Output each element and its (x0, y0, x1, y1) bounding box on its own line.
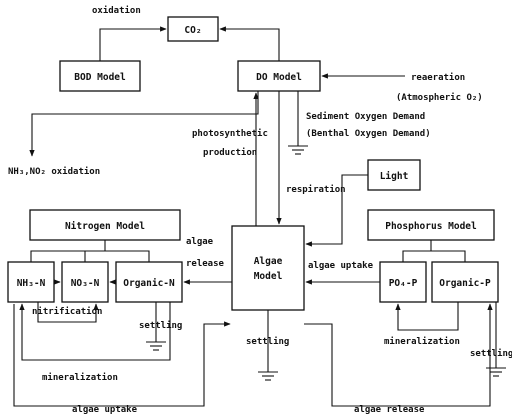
sod-ground-icon (288, 145, 308, 155)
co2-label: CO₂ (184, 25, 201, 36)
phosphorus-branch-po4p (402, 240, 432, 262)
settling-n-label: settling (139, 320, 182, 331)
algae-release-label-line1: algae (186, 237, 214, 247)
organic-n-label: Organic-N (123, 278, 175, 289)
no3n-label: NO₃-N (71, 278, 100, 289)
po4p-label: PO₄-P (389, 278, 418, 289)
no3n-box: NO₃-N (61, 261, 109, 303)
algae-uptake-bottom-label: algae uptake (72, 405, 138, 415)
bod-to-co2-arrow (99, 26, 167, 61)
phosphorus-model-box: Phosphorus Model (367, 209, 495, 241)
sediment-oxygen-demand-label: Sediment Oxygen Demand (306, 111, 425, 122)
nitrogen-branch-nh3n (30, 240, 106, 262)
nh3-no2-oxidation-label: NH₃,NO₂ oxidation (8, 166, 100, 177)
algae-release-bottom-arrow (304, 303, 493, 407)
settling-algae-label: settling (246, 336, 289, 347)
mineralization-p-loop (395, 302, 459, 331)
organic-n-box: Organic-N (115, 261, 183, 303)
oxidation-label: oxidation (92, 5, 141, 16)
nitrification-loop (37, 302, 99, 323)
photosynthetic-label: photosynthetic (192, 128, 268, 139)
organic-p-label: Organic-P (439, 278, 491, 289)
mineralization-n-loop (19, 302, 171, 361)
benthal-oxygen-demand-label: (Benthal Oxygen Demand) (306, 129, 431, 139)
settling-algae-ground-icon (258, 371, 278, 381)
settling-p-ground-icon (486, 367, 506, 377)
connectors (13, 26, 506, 407)
light-box: Light (367, 159, 421, 191)
nh3n-label: NH₃-N (17, 278, 46, 289)
bod-model-box: BOD Model (59, 60, 141, 92)
settling-p-label: settling (470, 348, 512, 359)
nh3n-box: NH₃-N (7, 261, 55, 303)
algae-model-label-line1: Algae (254, 256, 283, 267)
do-model-box: DO Model (237, 60, 321, 92)
settling-n-ground-icon (146, 341, 166, 351)
nitrogen-model-box: Nitrogen Model (29, 209, 181, 241)
production-label: production (203, 147, 257, 158)
reaeration-label: reaeration (411, 72, 465, 83)
do-to-co2-arrow (219, 26, 280, 61)
atmospheric-o2-label: (Atmospheric O₂) (396, 92, 483, 103)
do-model-label: DO Model (256, 72, 302, 83)
phosphorus-branch-organic (431, 250, 466, 262)
bod-model-label: BOD Model (74, 72, 126, 83)
algae-uptake-label: algae uptake (308, 261, 374, 271)
algae-uptake-bottom-arrow (13, 304, 231, 407)
organic-p-box: Organic-P (431, 261, 499, 303)
algae-release-bottom-label: algae release (354, 405, 425, 415)
nitrogen-branch-organic (105, 250, 150, 262)
co2-box: CO₂ (167, 16, 219, 42)
po4p-box: PO₄-P (379, 261, 427, 303)
respiration-label: respiration (286, 184, 346, 195)
light-label: Light (380, 171, 409, 182)
mineralization-n-label: mineralization (42, 372, 118, 383)
nitrogen-model-label: Nitrogen Model (65, 221, 145, 232)
light-to-algae-arrow (305, 174, 368, 247)
algae-model-box: Algae Model (231, 225, 305, 311)
phosphorus-model-label: Phosphorus Model (385, 221, 477, 232)
algae-model-label-line2: Model (254, 271, 283, 282)
mineralization-p-label: mineralization (384, 336, 460, 347)
nh-oxidation-arrow (29, 91, 259, 157)
nitrification-label: nitrification (32, 306, 102, 317)
algae-release-label-line2: release (186, 259, 225, 269)
